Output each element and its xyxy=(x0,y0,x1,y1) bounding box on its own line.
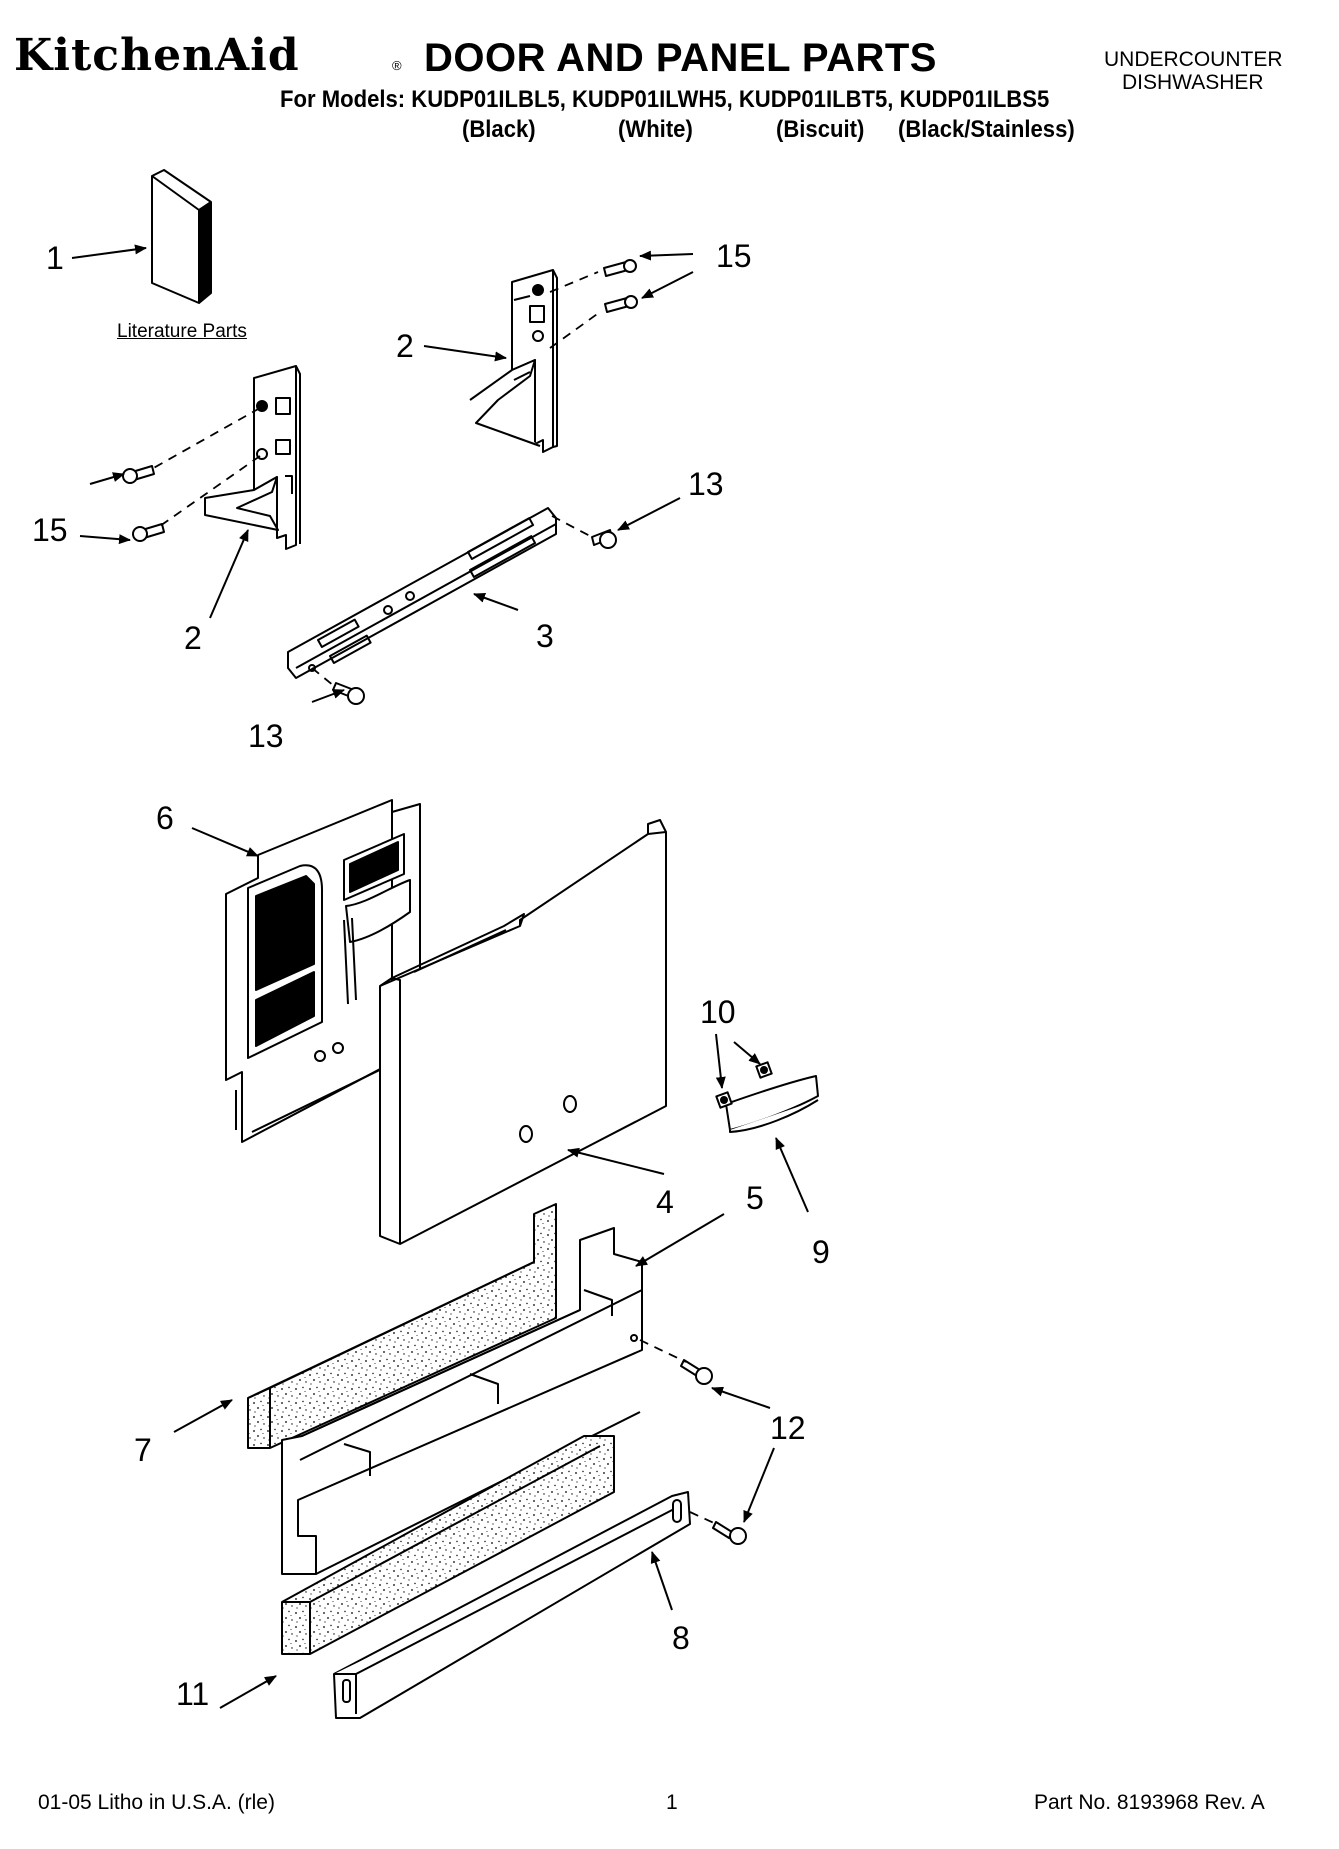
callout-11: 11 xyxy=(176,1676,210,1712)
model-list: For Models: KUDP01ILBL5, KUDP01ILWH5, KU… xyxy=(280,86,1050,113)
callout-13-right: 13 xyxy=(688,466,724,502)
lower-channel-panel xyxy=(281,1227,643,1575)
callout-4: 4 xyxy=(656,1184,674,1220)
callout-3: 3 xyxy=(536,618,554,654)
screw-13-right xyxy=(591,529,617,549)
product-line-2: DISHWASHER xyxy=(1122,71,1264,94)
door-hinge-bracket-right xyxy=(469,269,558,453)
registered-mark: ® xyxy=(392,58,402,73)
handle-trim xyxy=(725,1075,819,1133)
mounting-rail xyxy=(287,507,557,679)
page-title: DOOR AND PANEL PARTS xyxy=(424,36,937,80)
color-label-black: (Black) xyxy=(462,116,536,143)
product-line-1: UNDERCOUNTER xyxy=(1104,48,1283,71)
callout-2-left: 2 xyxy=(184,620,202,656)
door-hinge-bracket-left xyxy=(204,365,301,550)
screw-15-upper xyxy=(603,259,638,313)
toe-kick-bracket xyxy=(333,1491,691,1719)
nut-10 xyxy=(715,1061,773,1109)
callout-9: 9 xyxy=(812,1234,830,1270)
part-number: Part No. 8193968 Rev. A xyxy=(1034,1791,1265,1814)
screw-13-left xyxy=(332,682,365,705)
callout-5: 5 xyxy=(746,1180,764,1216)
color-label-white: (White) xyxy=(618,116,693,143)
color-label-black-stainless: (Black/Stainless) xyxy=(898,116,1075,143)
inner-door-panel xyxy=(225,799,421,1143)
litho-note: 01-05 Litho in U.S.A. (rle) xyxy=(38,1791,275,1814)
literature-parts-label: Literature Parts xyxy=(117,321,247,342)
color-label-biscuit: (Biscuit) xyxy=(776,116,865,143)
callout-10: 10 xyxy=(700,994,736,1030)
screw-12-lower xyxy=(712,1521,747,1545)
callout-15-left: 15 xyxy=(32,512,68,548)
callout-15-upper: 15 xyxy=(716,238,752,274)
screw-15-left xyxy=(122,465,165,542)
insulation-strip-lower xyxy=(281,1435,615,1655)
outer-door-panel xyxy=(379,819,667,1245)
callout-7: 7 xyxy=(134,1432,152,1468)
callout-13-left: 13 xyxy=(248,718,284,754)
callout-1: 1 xyxy=(46,240,64,276)
insulation-strip-upper xyxy=(247,1203,557,1449)
callout-6: 6 xyxy=(156,800,174,836)
callout-2-upper: 2 xyxy=(396,328,414,364)
callout-8: 8 xyxy=(672,1620,690,1656)
literature-booklet xyxy=(151,169,212,304)
brand-logo: KitchenAid xyxy=(14,30,300,81)
screw-12-upper xyxy=(680,1359,713,1385)
page-number: 1 xyxy=(666,1791,678,1814)
callout-12: 12 xyxy=(770,1410,806,1446)
